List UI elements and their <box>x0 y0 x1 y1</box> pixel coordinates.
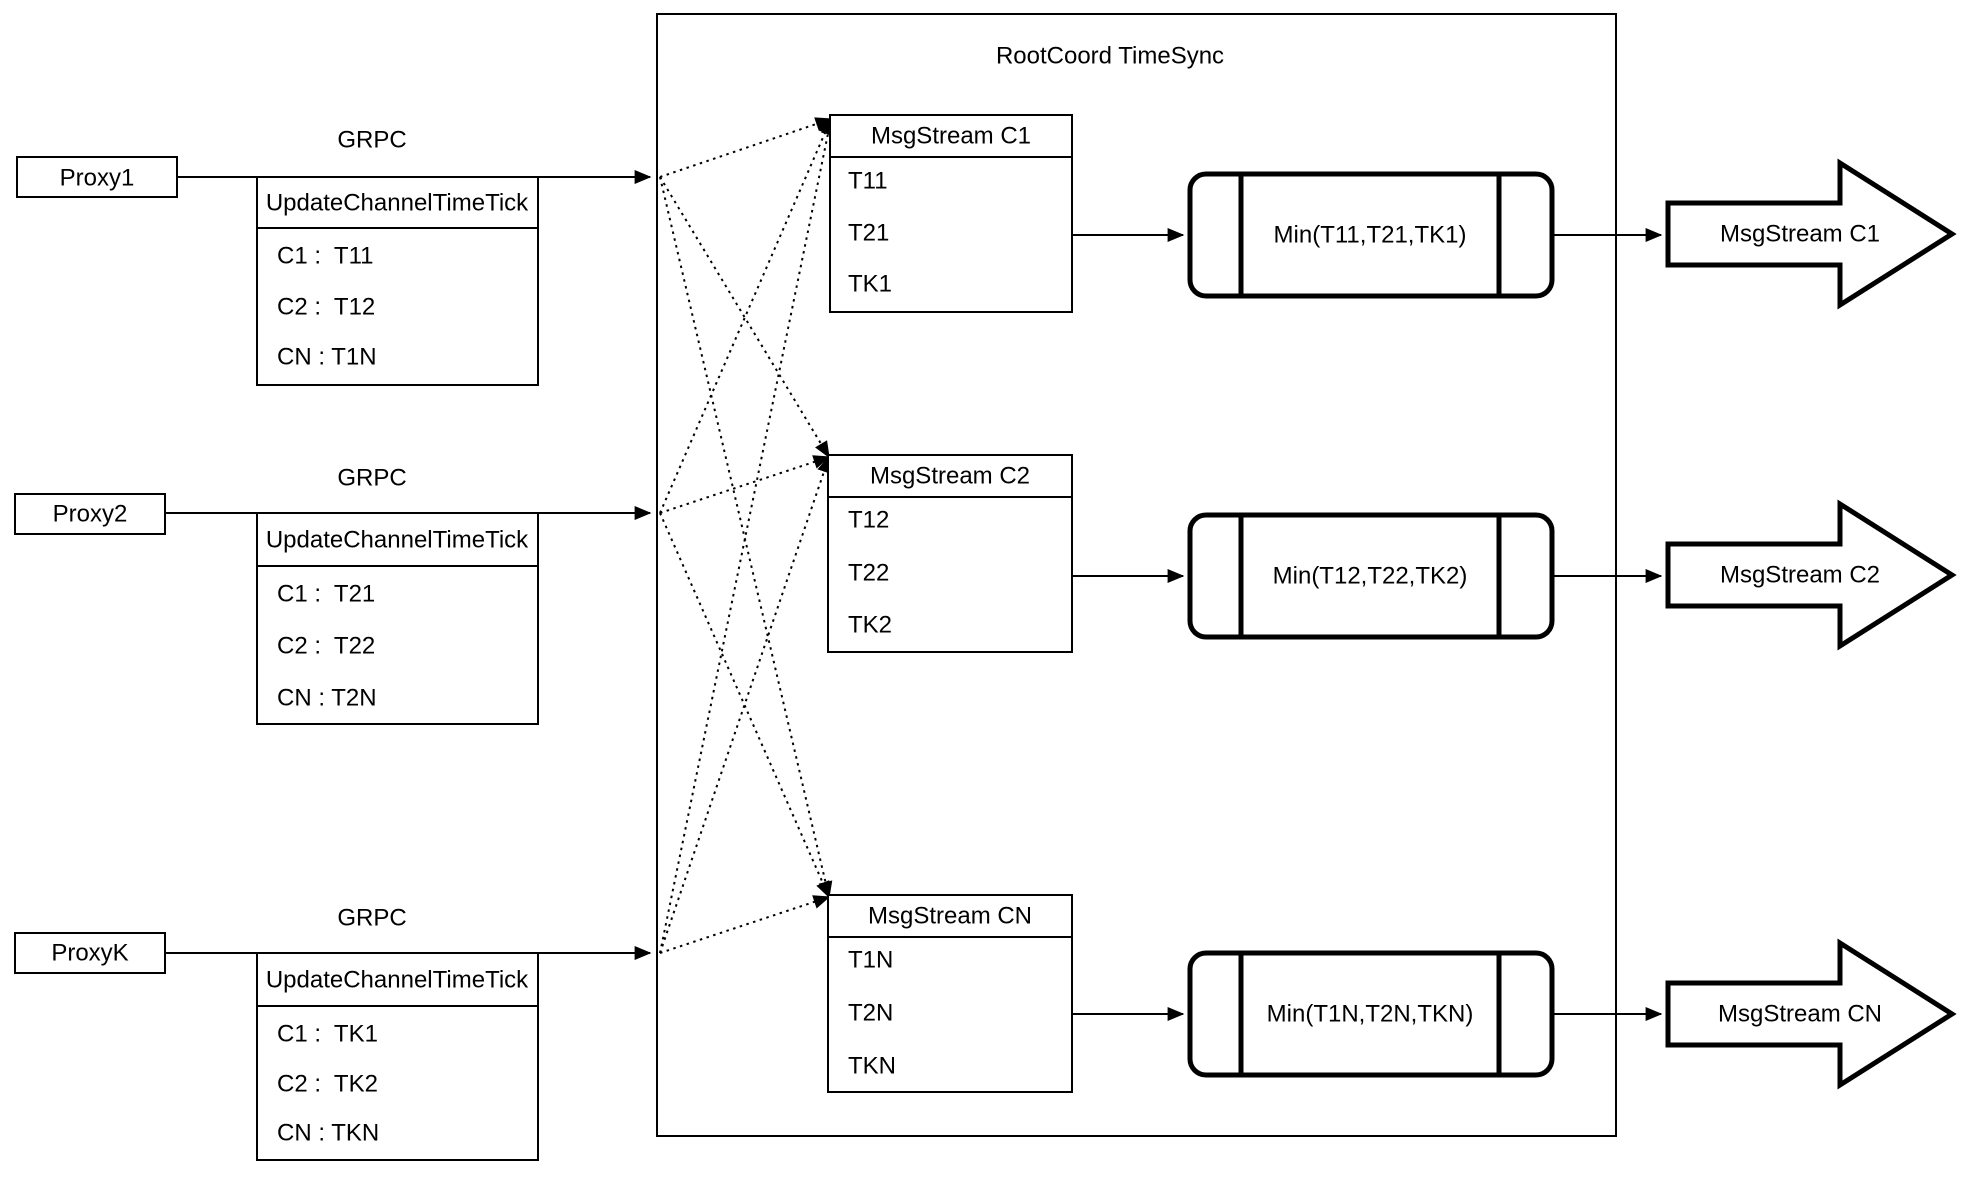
dotted-connector-pk-c1 <box>659 117 835 954</box>
update-table-3-row: C1 : TK1 <box>277 1021 378 1048</box>
stream-value: TK2 <box>848 612 892 639</box>
dotted-connector-p2-c2 <box>659 455 831 514</box>
update-table-2-row: CN : T2N <box>277 685 377 712</box>
min-label-3: Min(T1N,T2N,TKN) <box>1267 1001 1474 1028</box>
msgstream-table-cn <box>827 894 1073 1093</box>
update-table-1-header: UpdateChannelTimeTick <box>266 190 529 217</box>
stream-value: T22 <box>848 560 889 587</box>
msgstream-table-c1 <box>829 114 1073 313</box>
rootcoord-title: RootCoord TimeSync <box>996 43 1224 70</box>
output-arrow-1 <box>1665 158 1957 310</box>
update-table-1 <box>256 176 539 386</box>
proxy1-box <box>16 156 178 198</box>
update-table-3 <box>256 952 539 1161</box>
output-arrow-2-label: MsgStream C2 <box>1720 562 1880 589</box>
update-table-2-header: UpdateChannelTimeTick <box>266 527 529 554</box>
stream-value: T12 <box>848 507 889 534</box>
stream-value: TKN <box>848 1053 896 1080</box>
grpc-label-3: GRPC <box>337 905 406 932</box>
grpc-label-2: GRPC <box>337 465 406 492</box>
update-table-1-row: C1 : T11 <box>277 243 374 270</box>
stream-value: TK1 <box>848 271 892 298</box>
stream-value: T2N <box>848 1000 893 1027</box>
msgstream-table-c1-header: MsgStream C1 <box>871 123 1031 150</box>
proxy2-label: Proxy2 <box>53 501 128 528</box>
msgstream-table-c2 <box>827 454 1073 653</box>
proxyk-box <box>14 932 166 974</box>
update-table-2-row: C2 : T22 <box>277 633 375 660</box>
min-label-1: Min(T11,T21,TK1) <box>1274 222 1467 249</box>
dotted-connector-p2-c1 <box>659 117 832 514</box>
msgstream-table-cn-header: MsgStream CN <box>868 903 1032 930</box>
output-arrow-3-label: MsgStream CN <box>1718 1001 1882 1028</box>
output-arrow-2 <box>1665 499 1957 651</box>
update-table-1-row: C2 : T12 <box>277 294 375 321</box>
output-arrow-3 <box>1665 938 1957 1090</box>
grpc-label-1: GRPC <box>337 127 406 154</box>
output-arrow-1-label: MsgStream C1 <box>1720 221 1880 248</box>
update-table-2-row: C1 : T21 <box>277 581 375 608</box>
dotted-connector-p1-cn <box>659 176 833 899</box>
min-label-2: Min(T12,T22,TK2) <box>1273 563 1468 590</box>
dotted-connector-p1-c1 <box>659 117 833 178</box>
stream-value: T21 <box>848 220 889 247</box>
dotted-connector-pk-cn <box>659 895 831 954</box>
proxy1-label: Proxy1 <box>60 165 135 192</box>
stream-value: T11 <box>848 168 888 195</box>
proxyk-label: ProxyK <box>51 940 128 967</box>
update-table-1-row: CN : T1N <box>277 344 377 371</box>
msgstream-table-c2-header: MsgStream C2 <box>870 463 1030 490</box>
update-table-3-row: CN : TKN <box>277 1120 379 1147</box>
update-table-2 <box>256 512 539 725</box>
update-table-3-row: C2 : TK2 <box>277 1071 378 1098</box>
stream-value: T1N <box>848 947 893 974</box>
update-table-3-header: UpdateChannelTimeTick <box>266 967 529 994</box>
